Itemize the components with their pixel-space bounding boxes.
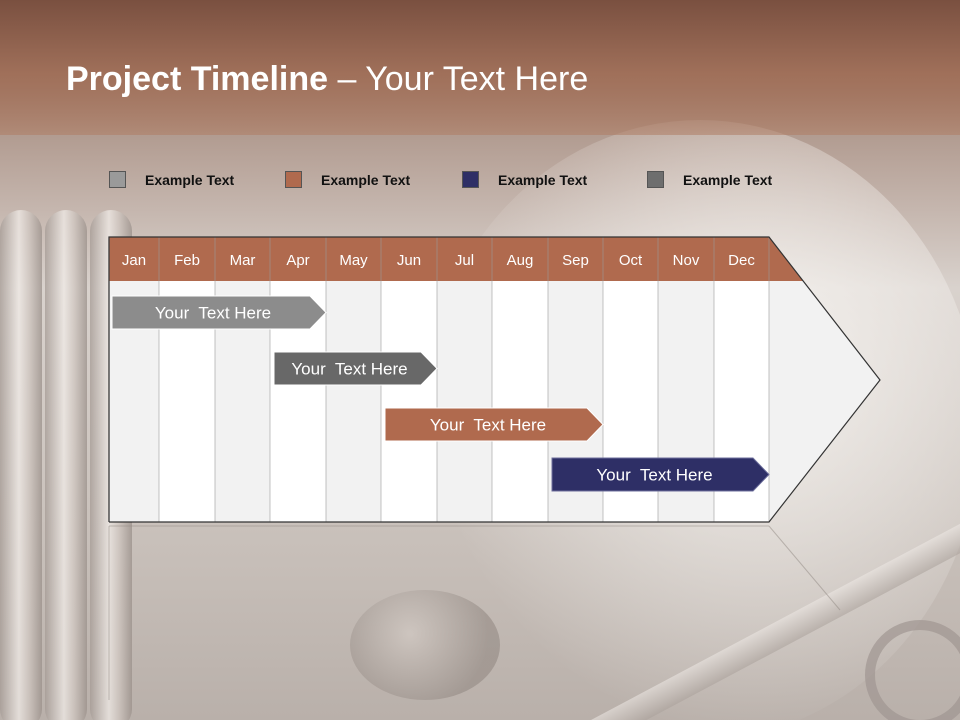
legend-item: Example Text <box>647 171 772 188</box>
month-column <box>492 281 548 522</box>
month-label: Feb <box>174 252 200 269</box>
arrow-head-fill <box>769 281 880 522</box>
month-label: Sep <box>562 252 589 269</box>
background-pipe <box>0 210 42 720</box>
month-label: Jan <box>122 252 146 269</box>
month-label: Aug <box>507 252 534 269</box>
month-label: Mar <box>230 252 256 269</box>
task-label: Your Text Here <box>596 466 712 485</box>
month-label: Nov <box>673 252 700 269</box>
month-label: May <box>339 252 368 269</box>
legend-swatch <box>285 171 302 188</box>
legend-swatch <box>462 171 479 188</box>
background-flowers <box>350 590 500 700</box>
month-column <box>326 281 381 522</box>
legend-swatch <box>109 171 126 188</box>
title-bar <box>0 0 960 135</box>
title-rest: – Your Text Here <box>328 60 589 98</box>
title-bold: Project Timeline <box>66 60 329 98</box>
task-arrow <box>273 351 438 386</box>
background-pipe <box>45 210 87 720</box>
month-label: Apr <box>286 252 309 269</box>
task-arrow <box>551 457 770 492</box>
month-column <box>381 281 437 522</box>
background-door-handle <box>865 620 960 720</box>
month-column <box>437 281 492 522</box>
reflection-line <box>768 525 841 611</box>
page-title: Project Timeline – Your Text Here <box>66 60 588 99</box>
legend-item: Example Text <box>462 171 587 188</box>
legend-label: Example Text <box>683 171 773 188</box>
legend-swatch <box>647 171 664 188</box>
legend-item: Example Text <box>109 171 234 188</box>
month-label: Oct <box>619 252 643 269</box>
month-header-band <box>109 237 803 281</box>
month-label: Jun <box>397 252 421 269</box>
legend-label: Example Text <box>498 171 588 188</box>
month-label: Jul <box>455 252 474 269</box>
task-arrow <box>384 407 604 442</box>
legend-item: Example Text <box>285 171 410 188</box>
task-arrow <box>111 295 327 330</box>
task-label: Your Text Here <box>430 416 546 435</box>
legend-label: Example Text <box>145 171 235 188</box>
month-label: Dec <box>728 252 755 269</box>
task-label: Your Text Here <box>155 304 271 323</box>
timeline-outline <box>108 236 881 523</box>
legend-label: Example Text <box>321 171 411 188</box>
task-label: Your Text Here <box>291 360 407 379</box>
